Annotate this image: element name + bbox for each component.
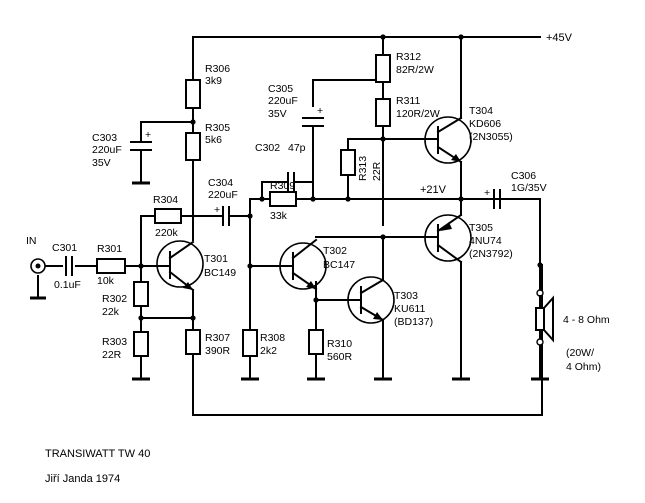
svg-text:T304: T304 bbox=[469, 105, 493, 117]
svg-text:R311: R311 bbox=[396, 95, 420, 107]
transistor-t302: T302 BC147 bbox=[277, 238, 355, 291]
svg-text:82R/2W: 82R/2W bbox=[396, 64, 434, 76]
svg-text:R308: R308 bbox=[260, 332, 285, 344]
svg-text:560R: 560R bbox=[327, 351, 353, 363]
svg-text:C305: C305 bbox=[268, 83, 293, 95]
input-label: IN bbox=[26, 235, 37, 247]
svg-text:22R: 22R bbox=[371, 161, 383, 181]
svg-text:R301: R301 bbox=[97, 243, 122, 255]
resistor-r305: R305 5k6 bbox=[185, 122, 230, 161]
svg-text:+: + bbox=[317, 105, 323, 117]
capacitor-c304: + C304 220uF bbox=[208, 177, 238, 226]
svg-text:0.1uF: 0.1uF bbox=[54, 279, 81, 291]
svg-text:390R: 390R bbox=[205, 345, 231, 357]
svg-text:2k2: 2k2 bbox=[260, 345, 277, 357]
transistor-t301: T301 BC149 bbox=[156, 240, 236, 292]
capacitor-c302: C302 47p bbox=[255, 142, 306, 192]
capacitor-c305: + C305 220uF 35V bbox=[268, 83, 324, 127]
svg-text:5k6: 5k6 bbox=[205, 134, 222, 146]
svg-text:22k: 22k bbox=[102, 306, 120, 318]
svg-text:(20W/: (20W/ bbox=[566, 347, 594, 359]
svg-text:4 Ohm): 4 Ohm) bbox=[566, 361, 601, 373]
svg-text:C304: C304 bbox=[208, 177, 233, 189]
capacitor-c303: + C303 220uF 35V bbox=[92, 129, 152, 169]
capacitor-c306: + C306 1G/35V bbox=[484, 170, 547, 209]
svg-text:220k: 220k bbox=[155, 227, 179, 239]
svg-text:T303: T303 bbox=[394, 290, 418, 302]
svg-text:R304: R304 bbox=[153, 194, 178, 206]
schematic-author: Jiří Janda 1974 bbox=[45, 473, 120, 485]
resistor-r302: R302 22k bbox=[102, 281, 149, 318]
svg-text:C306: C306 bbox=[511, 170, 536, 182]
svg-text:R313: R313 bbox=[357, 156, 369, 181]
svg-text:R302: R302 bbox=[102, 293, 127, 305]
svg-text:33k: 33k bbox=[270, 210, 288, 222]
capacitor-c301: C301 0.1uF bbox=[52, 242, 81, 291]
transistor-t304: T304 KD606 (2N3055) bbox=[424, 105, 513, 164]
svg-text:BC149: BC149 bbox=[204, 267, 236, 279]
svg-text:R312: R312 bbox=[396, 51, 421, 63]
svg-text:+: + bbox=[484, 187, 490, 199]
svg-text:(2N3055): (2N3055) bbox=[469, 131, 513, 143]
svg-text:22R: 22R bbox=[102, 349, 122, 361]
svg-text:35V: 35V bbox=[92, 157, 111, 169]
supply-45v-label: +45V bbox=[546, 32, 573, 44]
svg-text:R309: R309 bbox=[270, 180, 295, 192]
resistor-r310: R310 560R bbox=[308, 329, 353, 363]
svg-text:(BD137): (BD137) bbox=[394, 316, 433, 328]
grounds bbox=[30, 181, 549, 381]
svg-text:R305: R305 bbox=[205, 122, 230, 134]
svg-text:C302: C302 bbox=[255, 142, 280, 154]
supply-21v-label: +21V bbox=[420, 184, 447, 196]
svg-text:220uF: 220uF bbox=[268, 95, 298, 107]
transistor-t303: T303 KU611 (BD137) bbox=[347, 276, 433, 328]
svg-text:KU611: KU611 bbox=[394, 303, 425, 315]
svg-text:C301: C301 bbox=[52, 242, 77, 254]
svg-text:T305: T305 bbox=[469, 222, 493, 234]
svg-text:220uF: 220uF bbox=[208, 189, 238, 201]
svg-text:220uF: 220uF bbox=[92, 144, 122, 156]
svg-text:4 - 8 Ohm: 4 - 8 Ohm bbox=[563, 314, 610, 326]
resistor-r308: R308 2k2 bbox=[242, 329, 285, 357]
svg-text:R303: R303 bbox=[102, 336, 127, 348]
resistor-r311: R311 120R/2W bbox=[375, 95, 440, 127]
schematic-title: TRANSIWATT TW 40 bbox=[45, 448, 150, 460]
svg-text:R307: R307 bbox=[205, 332, 230, 344]
svg-text:120R/2W: 120R/2W bbox=[396, 108, 440, 120]
resistor-r307: R307 390R bbox=[185, 329, 231, 357]
resistor-r313: R313 22R bbox=[340, 149, 383, 181]
svg-text:+: + bbox=[145, 129, 151, 141]
svg-text:BC147: BC147 bbox=[323, 259, 355, 271]
svg-text:(2N3792): (2N3792) bbox=[469, 248, 513, 260]
svg-text:T301: T301 bbox=[204, 253, 228, 265]
resistor-r304: R304 220k bbox=[153, 194, 182, 239]
input-terminal: IN bbox=[26, 235, 46, 274]
svg-text:+: + bbox=[214, 204, 220, 216]
svg-text:35V: 35V bbox=[268, 108, 287, 120]
resistor-r312: R312 82R/2W bbox=[375, 51, 434, 83]
svg-text:KD606: KD606 bbox=[469, 118, 501, 130]
svg-text:4NU74: 4NU74 bbox=[469, 235, 502, 247]
svg-text:T302: T302 bbox=[323, 245, 347, 257]
svg-text:R306: R306 bbox=[205, 63, 230, 75]
resistor-r301: R301 10k bbox=[96, 243, 126, 287]
resistor-r303: R303 22R bbox=[102, 331, 149, 361]
svg-text:47p: 47p bbox=[288, 142, 306, 154]
speaker: 4 - 8 Ohm (20W/ 4 Ohm) bbox=[535, 289, 610, 373]
svg-text:C303: C303 bbox=[92, 132, 117, 144]
svg-text:3k9: 3k9 bbox=[205, 75, 222, 87]
svg-text:1G/35V: 1G/35V bbox=[511, 182, 547, 194]
resistor-r306: R306 3k9 bbox=[185, 63, 230, 109]
svg-text:R310: R310 bbox=[327, 338, 352, 350]
resistor-r309: R309 33k bbox=[269, 180, 297, 222]
transistor-t305: T305 4NU74 (2N3792) bbox=[421, 213, 513, 264]
svg-text:10k: 10k bbox=[97, 275, 115, 287]
